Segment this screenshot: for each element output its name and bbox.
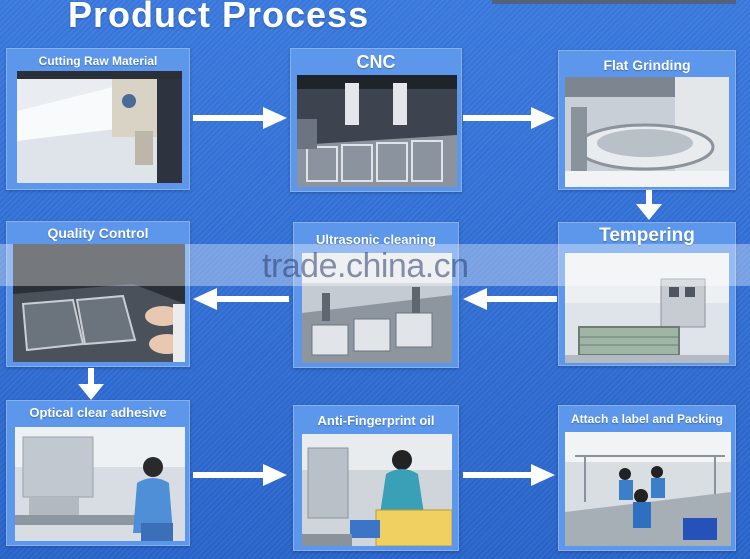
step-photo-anti-fingerprint <box>302 434 452 546</box>
step-label-packing: Attach a label and Packing <box>570 412 724 426</box>
arrow-right-icon <box>463 107 555 129</box>
step-card-quality-control: Quality Control <box>6 221 190 367</box>
step-photo-tempering <box>565 253 729 363</box>
step-label-tempering: Tempering <box>599 225 695 246</box>
step-card-anti-fingerprint: Anti-Fingerprint oil <box>293 405 459 551</box>
step-label-flat-grinding: Flat Grinding <box>603 57 691 73</box>
step-label-ultrasonic: Ultrasonic cleaning <box>316 232 436 247</box>
step-card-cnc: CNC <box>290 48 462 192</box>
top-edge-strip <box>492 0 736 4</box>
step-photo-ultrasonic <box>302 253 452 363</box>
arrow-right-icon <box>463 464 555 486</box>
step-photo-cutting <box>17 71 182 183</box>
step-card-tempering: Tempering <box>558 222 736 366</box>
step-card-flat-grinding: Flat Grinding <box>558 50 736 190</box>
arrow-left-icon <box>463 288 557 310</box>
step-label-optical-adhesive: Optical clear adhesive <box>29 405 167 420</box>
step-photo-quality-control <box>13 244 185 362</box>
arrow-right-icon <box>193 107 287 129</box>
step-card-optical-adhesive: Optical clear adhesive <box>6 400 190 546</box>
step-label-cutting: Cutting Raw Material <box>38 54 158 68</box>
step-photo-cnc <box>297 75 457 187</box>
watermark-band <box>0 244 750 286</box>
step-label-anti-fingerprint: Anti-Fingerprint oil <box>317 413 435 428</box>
arrow-left-icon <box>193 288 289 310</box>
step-photo-flat-grinding <box>565 77 729 187</box>
arrow-right-icon <box>193 464 287 486</box>
step-photo-optical-adhesive <box>15 427 185 541</box>
step-label-cnc: CNC <box>356 52 396 72</box>
step-card-cutting: Cutting Raw Material <box>6 48 190 190</box>
arrow-down-icon <box>634 190 664 220</box>
step-photo-packing <box>565 432 731 546</box>
step-card-packing: Attach a label and Packing <box>558 405 736 551</box>
watermark-text: trade.china.cn <box>262 247 469 285</box>
step-card-ultrasonic: Ultrasonic cleaning <box>293 222 459 368</box>
arrow-down-icon <box>76 368 106 400</box>
step-label-quality-control: Quality Control <box>47 225 149 241</box>
page-title: Product Process <box>68 0 370 35</box>
